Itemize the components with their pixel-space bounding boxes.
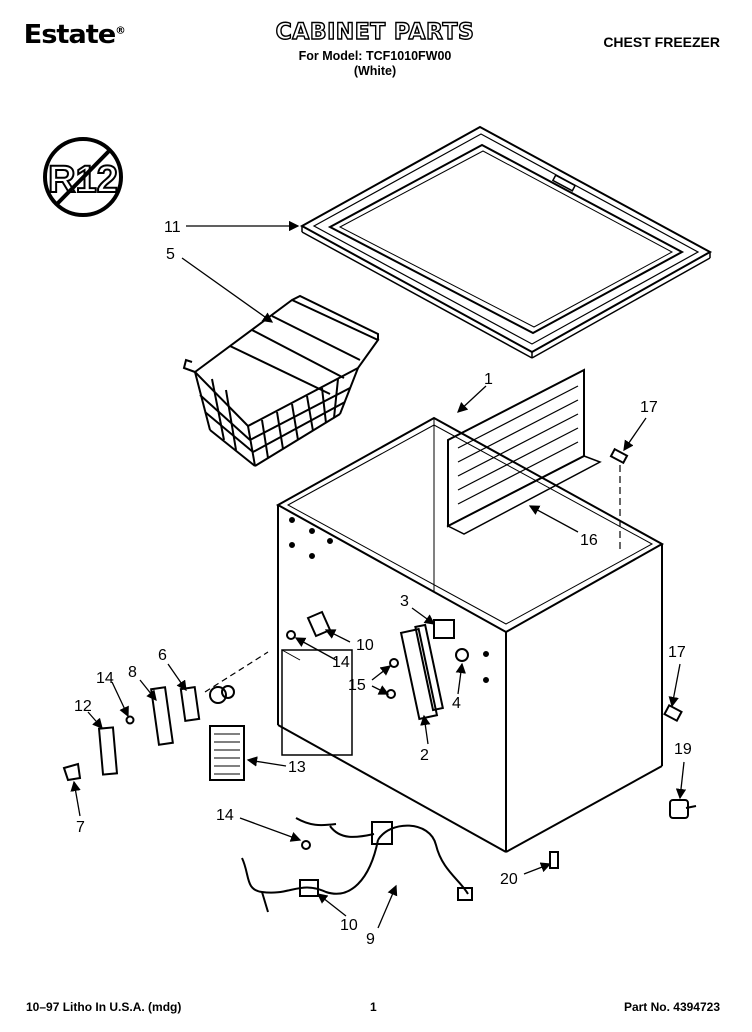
part-number: Part No. 4394723 bbox=[623, 1000, 720, 1014]
callout-1: 1 bbox=[484, 371, 493, 388]
callout-10: 10 bbox=[356, 637, 374, 654]
brand-name: Estate bbox=[23, 20, 117, 50]
callout-7: 7 bbox=[76, 819, 85, 836]
no-r12-badge: R12 bbox=[43, 137, 123, 217]
callout-15: 15 bbox=[348, 677, 366, 694]
model-line: For Model: TCF1010FW00 bbox=[298, 49, 452, 63]
callout-19: 19 bbox=[674, 741, 692, 758]
callout-16: 16 bbox=[580, 532, 598, 549]
callout-5: 5 bbox=[166, 246, 175, 263]
brand-logo: Estate® bbox=[23, 20, 126, 50]
callout-3: 3 bbox=[400, 593, 409, 610]
basket-part bbox=[182, 294, 380, 467]
category-label: CHEST FREEZER bbox=[603, 34, 720, 50]
callout-11: 11 bbox=[164, 219, 181, 236]
page-title: CABINET PARTS bbox=[275, 19, 475, 45]
leader-lines bbox=[70, 220, 687, 929]
callout-17: 17 bbox=[668, 644, 686, 661]
callout-10: 10 bbox=[340, 917, 358, 934]
callout-12: 12 bbox=[74, 698, 92, 715]
registered-mark: ® bbox=[115, 25, 125, 37]
finish-label: (White) bbox=[353, 64, 397, 78]
lid-part bbox=[299, 125, 713, 359]
callout-20: 20 bbox=[500, 871, 518, 888]
cabinet-body bbox=[275, 416, 665, 853]
callout-numbers: 11 5 1 17 16 3 10 14 6 8 14 12 15 4 2 17… bbox=[74, 219, 692, 948]
callout-9: 9 bbox=[366, 931, 375, 948]
callout-4: 4 bbox=[452, 695, 461, 712]
callout-2: 2 bbox=[420, 747, 429, 764]
badge-text: R12 bbox=[48, 159, 118, 201]
callout-14: 14 bbox=[332, 654, 350, 671]
page-number: 1 bbox=[370, 1000, 377, 1014]
wiring-harness bbox=[241, 817, 473, 913]
callout-8: 8 bbox=[128, 664, 137, 681]
callout-14: 14 bbox=[96, 670, 114, 687]
callout-17: 17 bbox=[640, 399, 658, 416]
callout-13: 13 bbox=[288, 759, 306, 776]
divider-part bbox=[446, 368, 602, 535]
callout-14: 14 bbox=[216, 807, 234, 824]
print-info: 10–97 Litho In U.S.A. (mdg) bbox=[26, 1000, 182, 1014]
callout-6: 6 bbox=[158, 647, 167, 664]
